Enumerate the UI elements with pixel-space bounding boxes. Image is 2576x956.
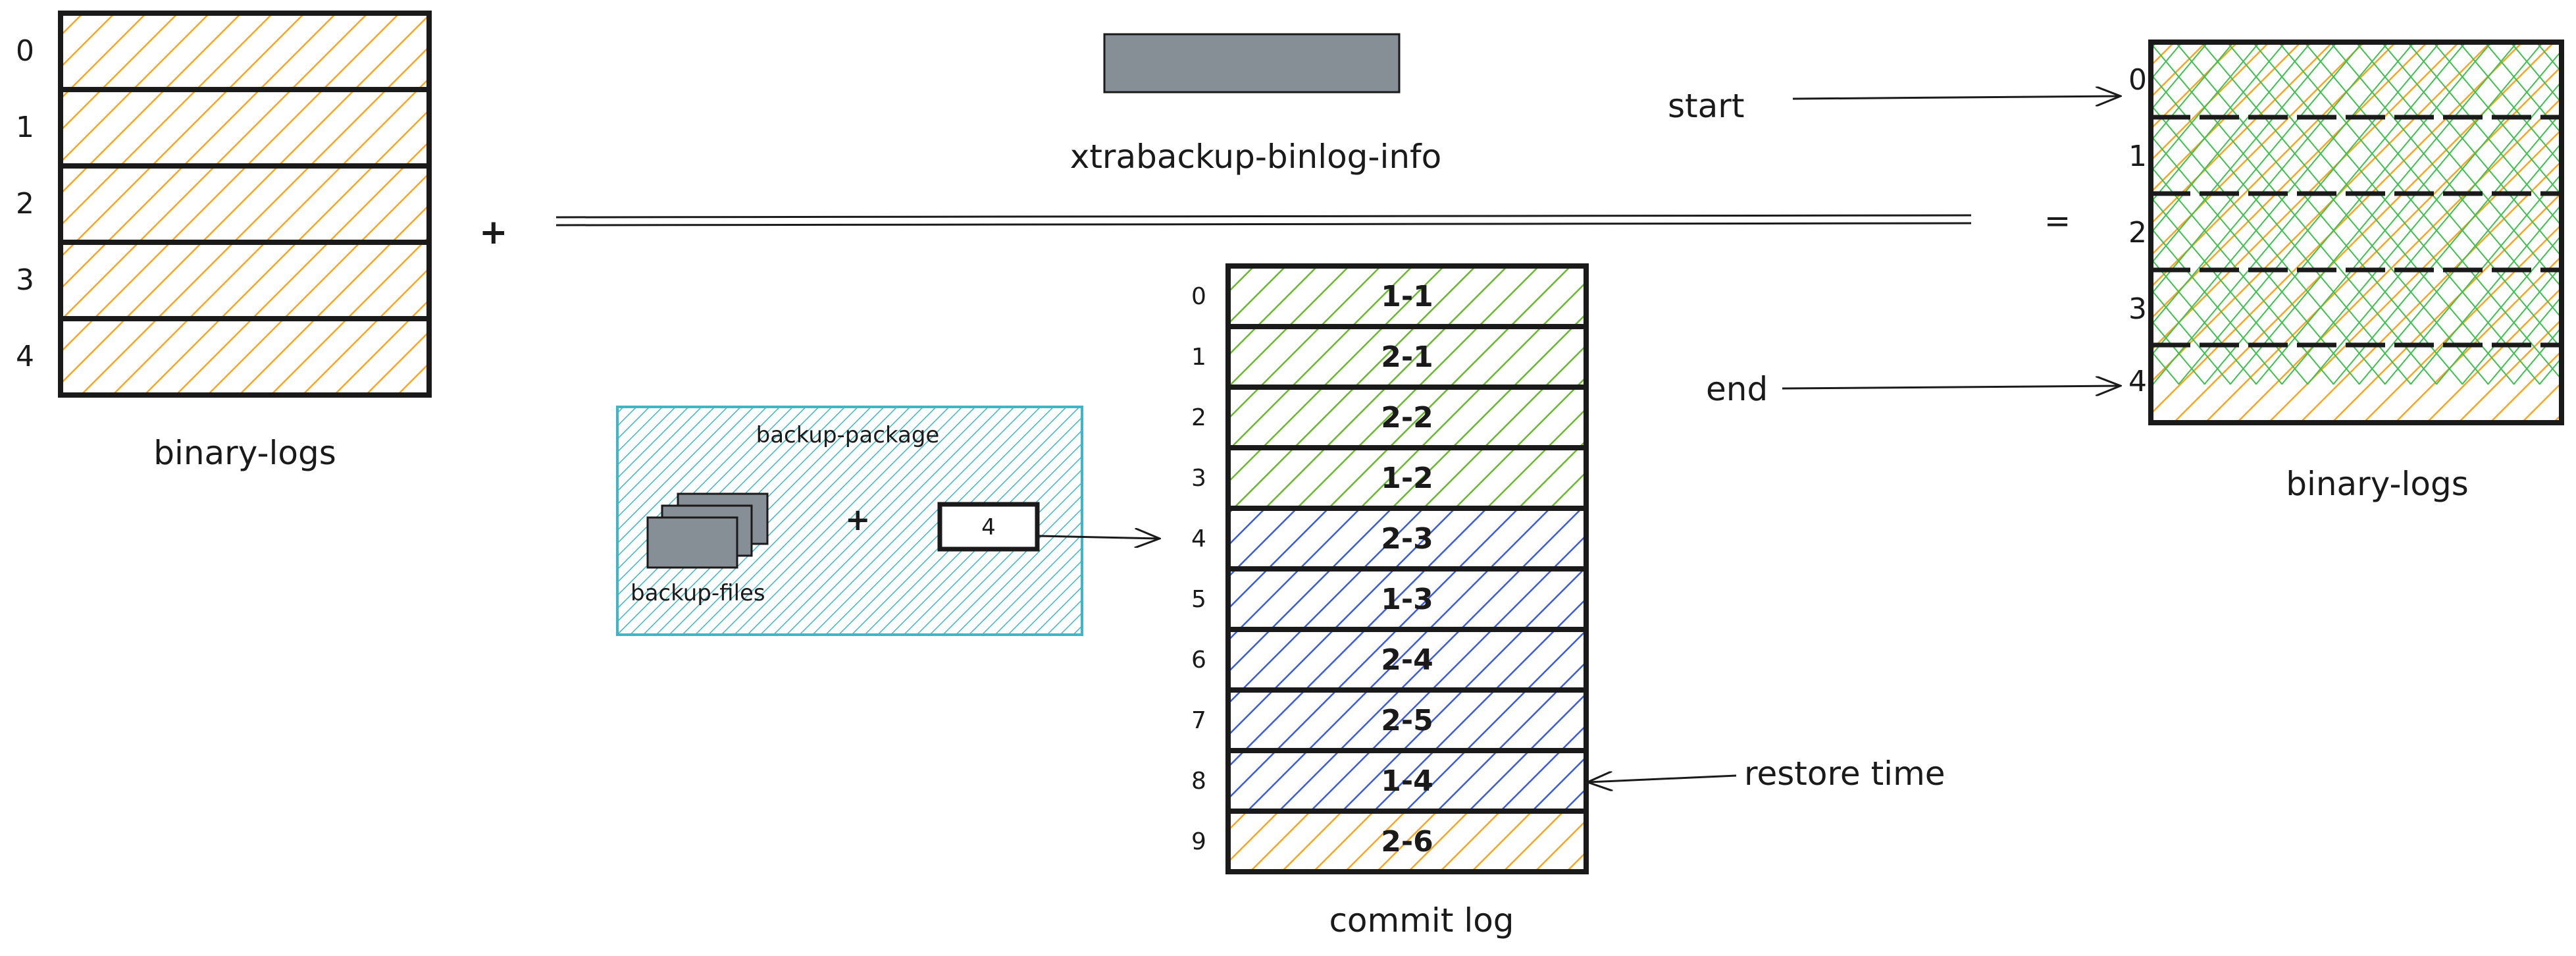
commit-log-label: 2-3 xyxy=(1381,522,1433,556)
commit-log-cell xyxy=(1225,324,1589,390)
right-logs-caption: binary-logs xyxy=(2286,465,2469,503)
commit-log-index: 2 xyxy=(1191,404,1206,431)
left-log-index: 0 xyxy=(16,34,34,68)
binlog-info-caption: xtrabackup-binlog-info xyxy=(1070,138,1442,176)
commit-log-row: 2-3 4 xyxy=(1191,506,1589,571)
right-binary-logs: 0 1 2 3 4 binary-logs xyxy=(2128,40,2564,503)
binlog-info-file-icon xyxy=(1103,33,1401,93)
commit-log-index: 1 xyxy=(1191,344,1206,371)
commit-log-index: 8 xyxy=(1191,768,1206,795)
commit-log-label: 2-5 xyxy=(1381,704,1433,737)
left-log-index: 2 xyxy=(16,187,34,221)
end-arrow xyxy=(1782,386,2121,388)
commit-log-index: 7 xyxy=(1191,707,1206,734)
left-logs-caption: binary-logs xyxy=(153,434,336,472)
right-logs-crosshatch xyxy=(2151,42,2562,385)
right-log-index: 0 xyxy=(2128,63,2147,97)
commit-log-row: 2-2 2 xyxy=(1191,385,1589,450)
binlog-pointer-value: 4 xyxy=(981,514,996,541)
separator-line xyxy=(555,214,1972,219)
commit-log-label: 2-2 xyxy=(1381,401,1433,435)
commit-log-cell xyxy=(1225,809,1589,874)
binlog-info: xtrabackup-binlog-info xyxy=(1070,33,1442,176)
commit-log-row: 2-5 7 xyxy=(1191,687,1589,753)
commit-log-row: 2-6 9 xyxy=(1191,809,1589,874)
right-log-index: 2 xyxy=(2128,216,2147,250)
start-label: start xyxy=(1668,87,1744,125)
commit-log-label: 1-3 xyxy=(1381,583,1433,616)
commit-log-index: 5 xyxy=(1191,586,1206,613)
backup-files-label: backup-files xyxy=(631,580,765,606)
commit-log-cell xyxy=(1225,748,1589,814)
left-logs-fill xyxy=(61,13,429,395)
restore-time-label: restore time xyxy=(1744,755,1945,793)
commit-log-label: 1-1 xyxy=(1381,280,1433,313)
binlog-pointer-box xyxy=(937,502,1040,552)
pointer-arrow xyxy=(1038,536,1160,539)
commit-log-row: 1-2 3 xyxy=(1191,445,1589,511)
commit-log-row: 1-1 0 xyxy=(1191,263,1589,329)
commit-log-caption: commit log xyxy=(1329,901,1514,940)
commit-log: 1-1 0 2-1 1 2-2 2 1-2 3 2-3 4 1-3 5 2-4 6 2-5 7 1-4 8 2-6 9… xyxy=(1191,263,1589,940)
start-arrow xyxy=(1792,96,2121,99)
left-log-index: 4 xyxy=(16,340,34,373)
commit-log-row: 1-4 8 xyxy=(1191,748,1589,814)
end-label: end xyxy=(1706,370,1768,408)
commit-log-index: 9 xyxy=(1191,828,1206,855)
commit-log-index: 6 xyxy=(1191,647,1206,674)
left-log-index: 1 xyxy=(16,111,34,144)
right-log-index: 3 xyxy=(2128,292,2147,326)
backup-package-plus: + xyxy=(845,502,871,537)
commit-log-label: 2-1 xyxy=(1381,340,1433,374)
commit-log-row: 2-4 6 xyxy=(1191,627,1589,693)
commit-log-label: 1-4 xyxy=(1381,764,1433,798)
commit-log-index: 4 xyxy=(1191,525,1206,552)
plus-sign: + xyxy=(479,213,508,252)
left-binary-logs: 0 1 2 3 4 binary-logs xyxy=(16,11,432,472)
commit-log-rows: 1-1 0 2-1 1 2-2 2 1-2 3 2-3 4 1-3 5 2-4 6 2-5 7 1-4 8 2-6 9 xyxy=(1191,263,1589,874)
commit-log-row: 1-3 5 xyxy=(1191,566,1589,632)
commit-log-label: 2-4 xyxy=(1381,643,1433,677)
commit-log-index: 3 xyxy=(1191,465,1206,492)
right-log-index: 1 xyxy=(2128,140,2147,173)
commit-log-cell xyxy=(1225,263,1589,329)
commit-log-label: 1-2 xyxy=(1381,462,1433,495)
backup-package-title: backup-package xyxy=(756,422,940,448)
backup-files-icon xyxy=(646,492,769,569)
commit-log-row: 2-1 1 xyxy=(1191,324,1589,390)
right-logs-frame xyxy=(2148,40,2564,425)
commit-log-label: 2-6 xyxy=(1381,825,1433,859)
left-logs-frame xyxy=(58,11,432,398)
separator-line xyxy=(555,222,1972,226)
commit-log-index: 0 xyxy=(1191,283,1206,310)
left-log-index: 3 xyxy=(16,263,34,297)
right-log-index: 4 xyxy=(2128,365,2147,398)
equals-sign: = xyxy=(2044,203,2071,240)
backup-package: backup-package backup-files + 4 xyxy=(616,406,1160,636)
restore-time-arrow xyxy=(1587,776,1737,782)
